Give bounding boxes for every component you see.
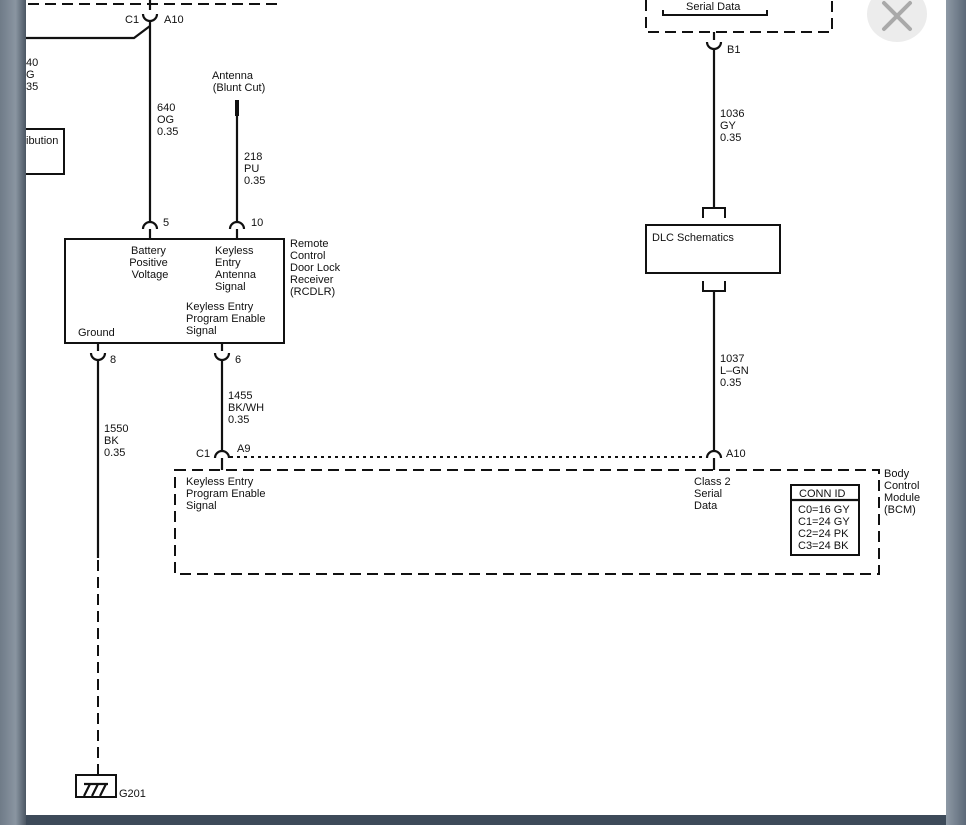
rcdlr-pin-6-connector bbox=[213, 352, 231, 362]
ground-label: G201 bbox=[119, 788, 146, 800]
rcdlr-pin-5-connector bbox=[141, 220, 159, 230]
wire-1036-label: 1036 GY 0.35 bbox=[720, 108, 748, 144]
rcdlr-pin-10-connector bbox=[228, 220, 246, 230]
rcdlr-program-enable-label: Keyless Entry Program Enable Signal bbox=[186, 301, 269, 337]
window-frame-left bbox=[0, 0, 26, 825]
rcdlr-pin-10-label: 10 bbox=[251, 217, 263, 229]
rcdlr-ground-label: Ground bbox=[78, 327, 115, 339]
bcm-pin-a10-label: A10 bbox=[726, 448, 746, 460]
bcm-class2-serial-data-label: Class 2 Serial Data bbox=[694, 476, 734, 512]
rcdlr-pin-8-label: 8 bbox=[110, 354, 116, 366]
conn-id-title: CONN ID bbox=[799, 488, 846, 500]
close-icon bbox=[882, 1, 912, 31]
bcm-module-name: Body Control Module (BCM) bbox=[884, 468, 923, 516]
bcm-a10-connector bbox=[705, 449, 723, 459]
left-partial-wire-label: 40 G 35 bbox=[26, 57, 41, 93]
rcdlr-pin-5-label: 5 bbox=[163, 217, 169, 229]
top-right-serial-data-label: Serial Data bbox=[686, 1, 741, 13]
dlc-schematics-box[interactable] bbox=[645, 224, 781, 274]
left-partial-box-label: ibution bbox=[26, 135, 58, 147]
bcm-pin-a9-label: A9 bbox=[237, 443, 250, 455]
wire-218-label: 218 PU 0.35 bbox=[244, 151, 265, 187]
wiring-diagram: C1 A10 40 G 35 ibution 640 OG 0.35 Anten… bbox=[24, 0, 923, 800]
dlc-top-connector bbox=[702, 207, 726, 218]
rcdlr-battery-label: Battery Positive Voltage bbox=[129, 245, 171, 281]
rcdlr-antenna-signal-label: Keyless Entry Antenna Signal bbox=[215, 245, 259, 293]
wire-640-label: 640 OG 0.35 bbox=[157, 102, 178, 138]
connector-c1-a10-symbol bbox=[141, 13, 159, 23]
connector-label: C1 bbox=[125, 14, 139, 26]
bottom-toolbar bbox=[26, 815, 946, 825]
ground-g201-symbol bbox=[75, 774, 117, 798]
bcm-module-box bbox=[174, 469, 880, 575]
close-button[interactable] bbox=[867, 0, 927, 42]
connector-b1-symbol bbox=[705, 41, 723, 51]
bcm-program-enable-label: Keyless Entry Program Enable Signal bbox=[186, 476, 269, 512]
window-frame-right bbox=[946, 0, 966, 825]
antenna-label: Antenna (Blunt Cut) bbox=[212, 70, 265, 94]
rcdlr-pin-8-connector bbox=[89, 352, 107, 362]
top-right-inner-box bbox=[662, 10, 768, 16]
left-partial-box bbox=[24, 128, 65, 175]
bcm-connector-label: C1 bbox=[196, 448, 210, 460]
schematic-sheet: C1 A10 40 G 35 ibution 640 OG 0.35 Anten… bbox=[24, 0, 946, 815]
wire-left-branch bbox=[26, 25, 151, 40]
pin-label: A10 bbox=[164, 14, 184, 26]
connector-b1-label: B1 bbox=[727, 44, 740, 56]
wire-1550-label: 1550 BK 0.35 bbox=[104, 423, 132, 459]
bcm-a9-connector bbox=[213, 449, 231, 459]
conn-id-rows: C0=16 GY C1=24 GY C2=24 PK C3=24 BK bbox=[798, 504, 853, 552]
rcdlr-pin-6-label: 6 bbox=[235, 354, 241, 366]
wire-1037-label: 1037 L–GN 0.35 bbox=[720, 353, 752, 389]
dlc-bottom-connector bbox=[702, 281, 726, 292]
top-right-module-edge bbox=[645, 0, 833, 33]
conn-id-table bbox=[790, 484, 860, 556]
dlc-schematics-label[interactable]: DLC Schematics bbox=[652, 232, 734, 244]
rcdlr-module-name: Remote Control Door Lock Receiver (RCDLR… bbox=[290, 238, 343, 298]
rcdlr-module-box bbox=[64, 238, 285, 344]
wire-1455-label: 1455 BK/WH 0.35 bbox=[228, 390, 267, 426]
